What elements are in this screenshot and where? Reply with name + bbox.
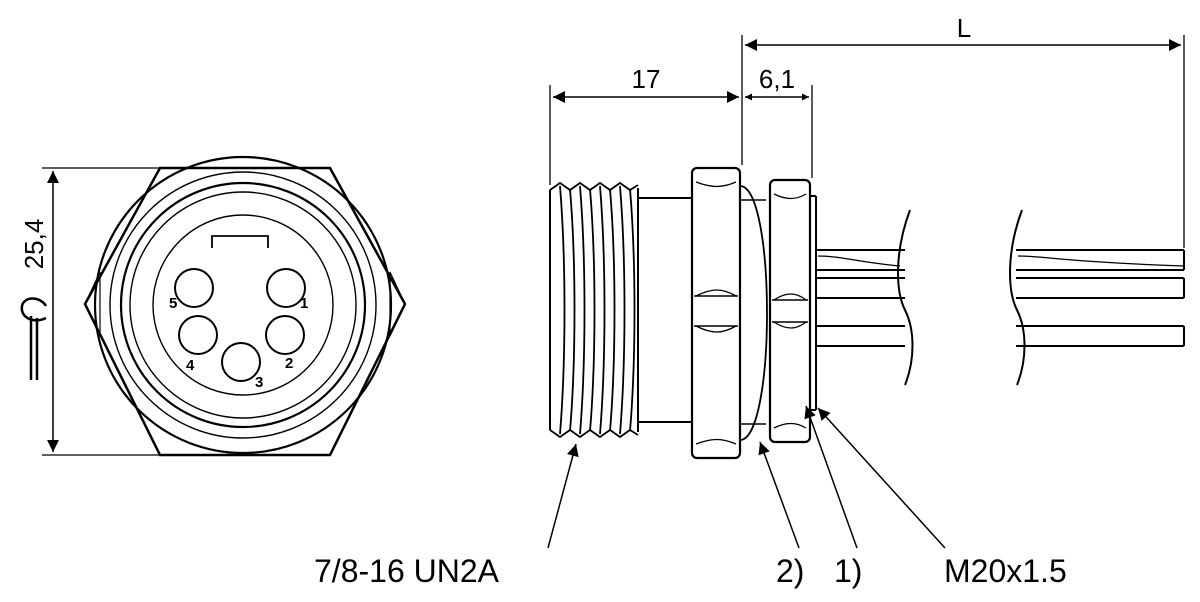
thread-section (549, 181, 639, 439)
pin-socket-4 (178, 315, 218, 355)
callout-item-1: 1) (834, 553, 862, 589)
callout-item-2: 2) (776, 553, 804, 589)
cable (816, 209, 1185, 386)
callout-rear-thread: M20x1.5 (944, 553, 1067, 589)
pin-label-3: 3 (255, 374, 263, 391)
pin-socket-3 (221, 342, 261, 382)
dimension-nut-width: 6,1 (759, 64, 795, 94)
dimension-cable-length: L (957, 13, 971, 43)
o-ring (739, 185, 768, 441)
pin-label-2: 2 (285, 355, 293, 372)
callout-thread: 7/8-16 UN2A (314, 553, 500, 589)
pin-label-1: 1 (300, 295, 308, 312)
side-view: 17 6,1 L 7/8-16 UN2A 2) 1) M20x1.5 (314, 13, 1185, 589)
hex-nut-small (768, 178, 812, 444)
pin-socket-5 (174, 268, 214, 308)
dimension-thread-length: 17 (632, 64, 661, 94)
pin-socket-2 (265, 315, 305, 355)
pin-socket-1 (266, 268, 306, 308)
dimension-across-flats: 25,4 (19, 219, 49, 270)
pin-label-5: 5 (169, 295, 177, 312)
hex-nut-large (690, 166, 742, 460)
pin-label-4: 4 (186, 357, 195, 374)
wrench-icon (20, 297, 48, 380)
front-view: 1 2 3 4 5 25,4 (19, 155, 407, 457)
